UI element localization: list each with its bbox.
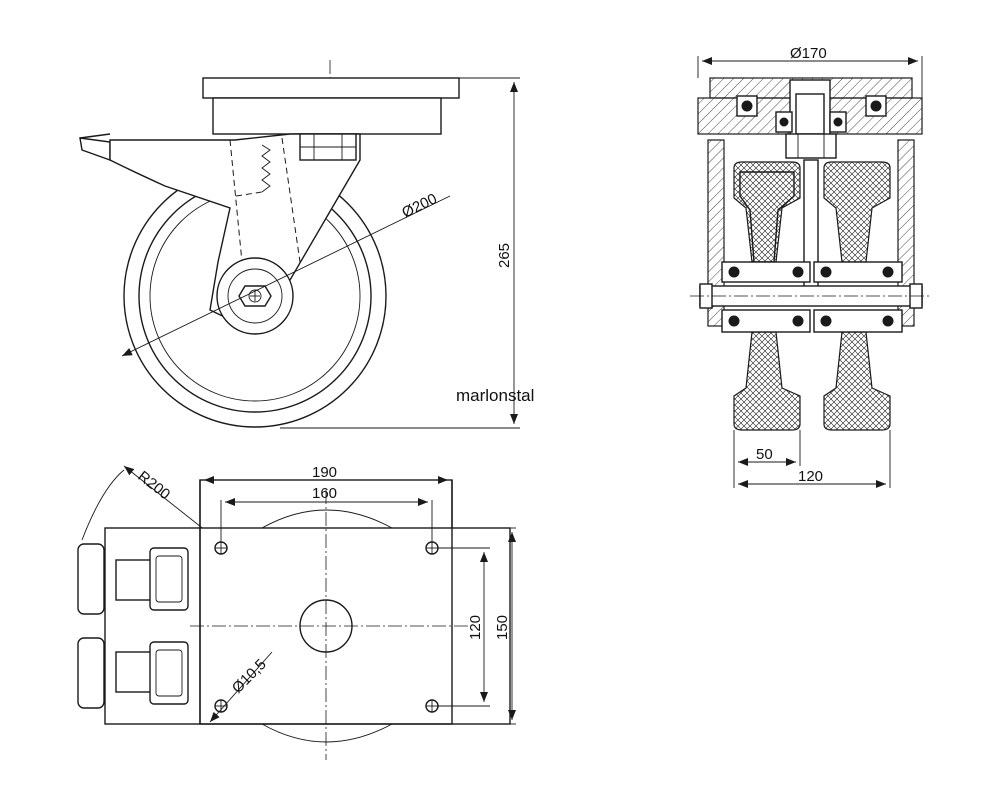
- right-wheel: [823, 161, 891, 263]
- wheel-diameter-line: [121, 195, 451, 357]
- swivel-radius-arc: [81, 469, 125, 541]
- side-view: Ø200 265 marlonstal: [79, 60, 534, 429]
- plate-width-label: 150: [494, 615, 511, 640]
- brake-pad-upper: [77, 543, 105, 615]
- hole-diameter-leader: [209, 651, 273, 723]
- brake-spring: [261, 144, 271, 193]
- wheel-width-label: 50: [756, 446, 773, 463]
- left-wheel: [733, 161, 801, 263]
- king-pin-circle: [299, 599, 353, 653]
- top-wheel-outline: [261, 509, 393, 529]
- height-dimension-label: 265: [496, 243, 513, 268]
- swivel-radius-label: R200: [135, 468, 174, 503]
- hole-spacing-width-label: 120: [467, 615, 484, 640]
- top-plate: [202, 77, 460, 99]
- wheel-diameter-label: Ø200: [399, 190, 439, 221]
- front-section-view: Ø170: [690, 45, 932, 488]
- brand-label: marlonstal: [456, 386, 534, 405]
- fork: [109, 133, 361, 323]
- top-view: R200 190 160 120: [77, 464, 516, 760]
- plate-length-label: 190: [312, 464, 337, 481]
- hole-spacing-length-label: 160: [312, 485, 337, 502]
- brake-lever: [79, 137, 111, 161]
- swivel-bearing-housing: [212, 97, 442, 135]
- plate-diameter-label: Ø170: [790, 45, 827, 62]
- overall-width-label: 120: [798, 468, 823, 485]
- fork-leg-left: [707, 139, 725, 327]
- brake-pad-lower: [77, 637, 105, 709]
